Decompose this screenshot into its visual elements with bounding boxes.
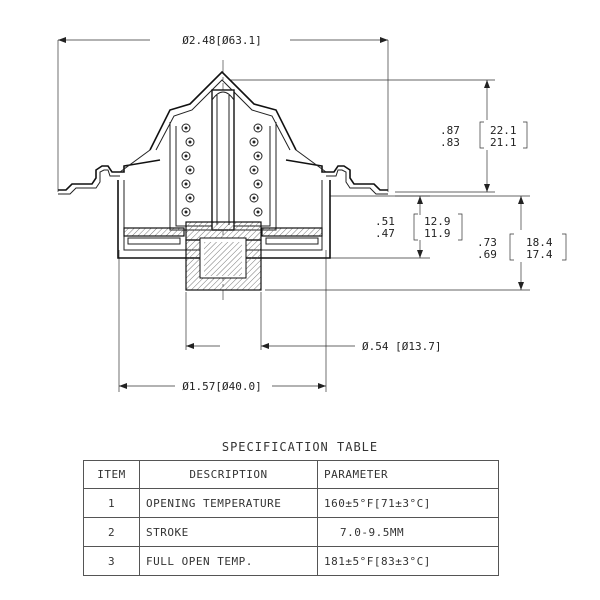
low-height-in-b: .69 [477, 248, 497, 261]
overall-width-label: Ø2.48[Ø63.1] [182, 34, 261, 47]
thermostat-drawing: Ø2.48[Ø63.1] .87 .83 22.1 21.1 .51 .47 1… [57, 34, 567, 393]
flange-diameter-label: Ø1.57[Ø40.0] [182, 380, 261, 393]
dim-pin-diameter: Ø.54 [Ø13.7] [185, 292, 441, 353]
low-height-mm-a: 18.4 [526, 236, 553, 249]
cell-item: 2 [83, 517, 140, 547]
pin-diameter-label: Ø.54 [Ø13.7] [362, 340, 441, 353]
dim-low-height: .73 .69 18.4 17.4 [265, 195, 567, 291]
mid-height-mm-a: 12.9 [424, 215, 451, 228]
table-row: 1 OPENING TEMPERATURE 160±5°F[71±3°C] [83, 488, 499, 518]
cell-parameter: 160±5°F[71±3°C] [317, 488, 499, 518]
header-parameter: PARAMETER [317, 460, 499, 489]
top-height-in-b: .83 [440, 136, 460, 149]
cell-parameter: 181±5°F[83±3°C] [317, 546, 499, 576]
dim-mid-height: .51 .47 12.9 11.9 [330, 195, 463, 259]
header-description: DESCRIPTION [139, 460, 318, 489]
thermostat-body [58, 60, 388, 300]
cell-description: STROKE [139, 517, 318, 547]
dim-flange-diameter: Ø1.57[Ø40.0] [118, 250, 327, 393]
cell-item: 3 [83, 546, 140, 576]
top-height-mm-b: 21.1 [490, 136, 517, 149]
mid-height-mm-b: 11.9 [424, 227, 451, 240]
spec-table-title: SPECIFICATION TABLE [221, 440, 379, 454]
cell-parameter: 7.0-9.5MM [317, 517, 499, 547]
header-item: ITEM [83, 460, 140, 489]
top-height-mm-a: 22.1 [490, 124, 517, 137]
low-height-mm-b: 17.4 [526, 248, 553, 261]
spec-table: ITEM DESCRIPTION PARAMETER 1 OPENING TEM… [83, 460, 499, 576]
cell-description: OPENING TEMPERATURE [139, 488, 318, 518]
table-row: 2 STROKE 7.0-9.5MM [83, 517, 499, 547]
dim-overall-width: Ø2.48[Ø63.1] [57, 34, 389, 192]
spec-table-header-row: ITEM DESCRIPTION PARAMETER [83, 460, 499, 489]
mid-height-in-a: .51 [375, 215, 395, 228]
dim-top-height: .87 .83 22.1 21.1 [230, 79, 528, 193]
low-height-in-a: .73 [477, 236, 497, 249]
cell-description: FULL OPEN TEMP. [139, 546, 318, 576]
cell-item: 1 [83, 488, 140, 518]
table-row: 3 FULL OPEN TEMP. 181±5°F[83±3°C] [83, 546, 499, 576]
top-height-in-a: .87 [440, 124, 460, 137]
mid-height-in-b: .47 [375, 227, 395, 240]
